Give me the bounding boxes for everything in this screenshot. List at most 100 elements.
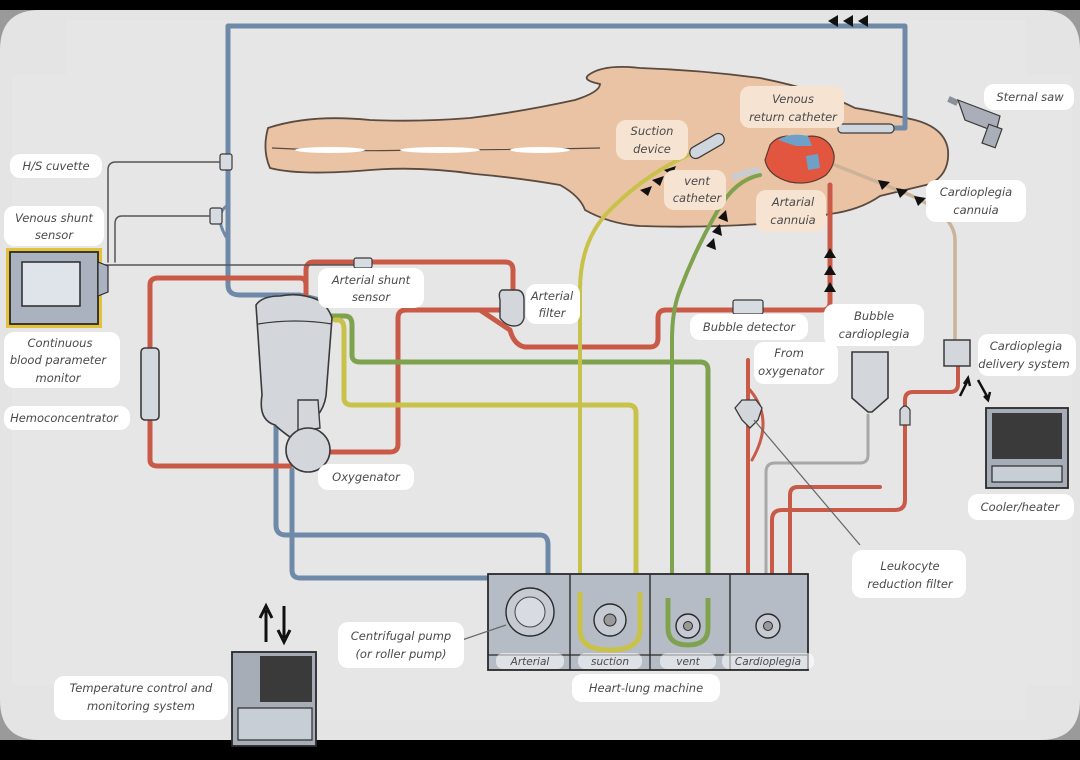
venous-shunt-sensor-label-line1: Venous shunt: [15, 211, 93, 225]
vent-pump-hub: [683, 621, 693, 631]
blood-parameter-monitor-label-line2: blood parameter: [10, 353, 108, 367]
venous-return-catheter: [837, 123, 895, 134]
cooler-heater-ice-panel: [992, 413, 1062, 459]
cooler-arrow-up-icon: [958, 374, 972, 397]
hemoconcentrator-label: Hemoconcentrator: [10, 411, 119, 425]
venous-shunt-sensor-device: [209, 207, 223, 225]
sternal-saw-label-bg: [984, 84, 1074, 110]
vent-catheter-label-bg: [664, 170, 726, 210]
suction-line-return: [332, 317, 639, 613]
from-oxygenator-label-line1: From: [774, 346, 804, 360]
arterial-filter-device: [498, 289, 525, 327]
suction-device: [689, 132, 725, 160]
oxygenator-output-line: [327, 307, 503, 455]
oxygenator-label-bg: [318, 464, 414, 490]
temperature-control-label-bg: [54, 676, 228, 720]
pump-slot-arterial-label: Arterial: [510, 656, 550, 668]
pump-slot-arterial-bg: [496, 653, 564, 669]
hs-cuvette-label: H/S cuvette: [22, 159, 89, 173]
temperature-control-display: [237, 707, 313, 741]
bubble-cardioplegia-label-line2: cardioplegia: [839, 327, 910, 341]
bubble-detector-device: [732, 299, 764, 315]
vent-pump-tubing: [665, 598, 711, 648]
suction-device-label-line1: Suction: [631, 124, 674, 138]
cooler-heater-display: [991, 465, 1063, 483]
oxygenator-neck: [297, 399, 321, 433]
vent-catheter-line: [670, 173, 762, 602]
from-oxygenator-label-line2: oxygenator: [758, 364, 825, 378]
bubble-detector-label-bg: [690, 314, 808, 340]
cooler-arrow-down-icon: [976, 379, 992, 403]
venous-shunt-sensor-label-bg: [4, 206, 104, 246]
arterial-shunt-line: [303, 259, 516, 303]
arterial-cannula-label-line1: Artarial: [771, 195, 815, 209]
blood-parameter-monitor-label-line3: monitor: [36, 371, 82, 385]
centrifugal-pump-pointer: [461, 624, 507, 641]
pump-slot-vent-bg: [660, 653, 716, 669]
venous-shunt-sensor-label-line2: sensor: [35, 228, 74, 242]
leukocyte-filter-pointer: [753, 419, 861, 546]
leg-gap-2: [400, 147, 480, 153]
monitor-screen: [21, 261, 81, 307]
from-oxygenator-label-bg: [754, 342, 838, 384]
venous-return-line: [225, 23, 908, 303]
suction-pump-hub: [603, 613, 617, 627]
arterial-shunt-sensor-label-bg: [318, 268, 424, 308]
blood-parameter-monitor-label-bg: [4, 332, 120, 388]
monitor-connector: [97, 261, 109, 297]
centrifugal-pump-label-line1: Centrifugal pump: [351, 629, 451, 643]
leg-gap-1: [295, 147, 365, 153]
centrifugal-pump-label-bg: [338, 622, 464, 668]
arterial-filter-label-bg: [526, 284, 580, 324]
venous-shunt-cable: [114, 215, 211, 263]
suction-device-label-bg: [616, 120, 688, 160]
leukocyte-filter-label-line1: Leukocyte: [880, 559, 939, 573]
centrifugal-pump-impeller: [514, 596, 546, 628]
reservoir-lid-line: [257, 320, 333, 325]
reservoir-to-pump-line: [273, 422, 551, 593]
leg-gap-3: [510, 147, 570, 153]
arterial-shunt-sensor-label-line1: Arterial shunt: [331, 273, 411, 287]
cardioplegia-delivery-label-line1: Cardioplegia: [990, 339, 1062, 353]
arterial-flow-arrows-icon: [824, 248, 836, 292]
hemoconcentrator-device: [140, 347, 160, 421]
vent-catheter-label-line2: catheter: [673, 191, 723, 205]
heart-vessel-side: [806, 154, 820, 170]
vent-catheter-label-line1: vent: [684, 174, 710, 188]
cardioplegia-inline-filter: [899, 405, 911, 426]
pump-slot-suction-bg: [578, 653, 642, 669]
pump-slot-suction-label: suction: [591, 656, 629, 668]
heart-lung-machine-label-bg: [572, 674, 720, 702]
bubble-detector-label: Bubble detector: [703, 320, 797, 334]
leukocyte-filter-label-bg: [852, 550, 966, 598]
arterial-filter-label-line1: Arterial: [530, 289, 574, 303]
flow-direction-arrows: [640, 15, 926, 292]
hemoconcentrator-label-bg: [4, 406, 130, 430]
sternal-saw-label: Sternal saw: [996, 90, 1064, 104]
cooler-heater-label-bg: [968, 494, 1074, 520]
cardioplegia-flow-arrows-icon: [878, 180, 926, 206]
cardioplegia-cannula-label-line1: Cardioplegia: [940, 185, 1012, 199]
arterial-shunt-sensor-label-line2: sensor: [352, 290, 391, 304]
bubble-cardioplegia-bag: [851, 351, 889, 413]
bubble-cardioplegia-line: [764, 413, 870, 637]
heart-lung-machine-label: Heart-lung machine: [589, 681, 703, 695]
temperature-control-label-line1: Temperature control and: [70, 681, 213, 695]
blood-parameter-monitor: [6, 248, 109, 328]
leukocyte-bypass-line: [748, 388, 765, 462]
venous-flow-arrows-icon: [828, 15, 868, 27]
arterial-cannula-label-bg: [756, 190, 826, 232]
venous-reservoir-oxygenator: [255, 293, 333, 473]
suction-device-label-line2: device: [633, 142, 671, 156]
oxygenator-device: [285, 427, 331, 473]
bubble-cardioplegia-label-line1: Bubble: [854, 309, 894, 323]
cooler-heater-label: Cooler/heater: [981, 500, 1061, 514]
bubble-cardioplegia-label-bg: [824, 304, 924, 346]
hs-cuvette-cable: [107, 161, 221, 263]
hs-cuvette-label-bg: [10, 154, 102, 178]
pump-slot-cardioplegia-label: Cardioplegia: [735, 656, 801, 668]
arterial-shunt-sensor-device: [353, 257, 373, 269]
arrow-down-icon: [276, 606, 292, 646]
heart: [764, 134, 835, 184]
cardioplegia-cannula-label-bg: [926, 180, 1026, 222]
